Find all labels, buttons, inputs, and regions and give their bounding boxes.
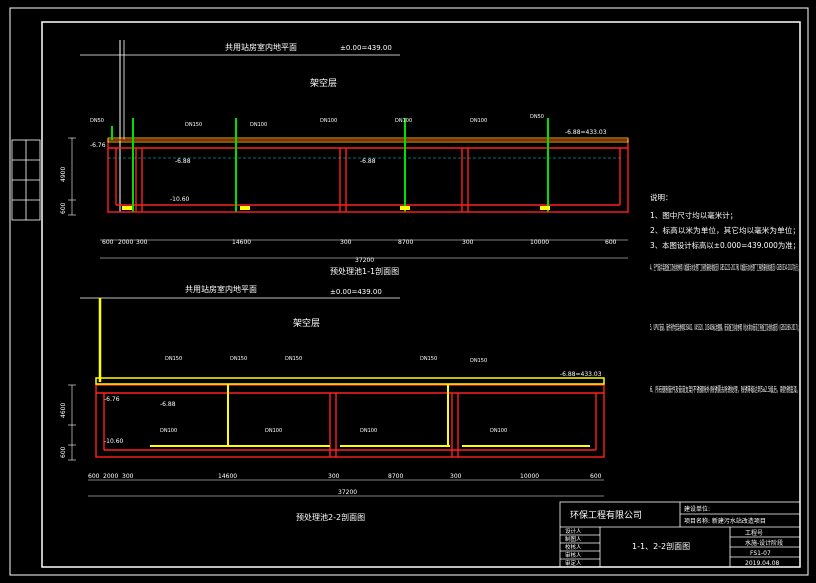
dim-top-3: 14600 <box>232 239 251 246</box>
open-layer-top: 架空层 <box>310 77 337 89</box>
dim-top-0: 600 <box>102 239 114 246</box>
elev-mid2-top: -6.88 <box>360 158 376 165</box>
height-dim-bottom-0: 4600 <box>60 403 67 418</box>
floor-label-bottom: 共用站房室内地平面 <box>185 284 257 294</box>
floor-elev-bottom: ±0.00=439.00 <box>330 288 382 296</box>
right-row-0: 工程号 <box>745 529 763 537</box>
total-top: 37200 <box>355 257 374 264</box>
note-4: 4、空气管井装配施工及验收参照《城镇污水处理厂工程质量验收规范》GB51221-… <box>650 262 800 272</box>
right-row-3: 2019.04.08 <box>745 560 780 567</box>
role-4: 审定人 <box>565 559 582 567</box>
elev-bottom-top: -10.60 <box>170 196 190 203</box>
svg-text:DN100: DN100 <box>160 428 177 434</box>
dim-bottom-2: 300 <box>122 473 134 480</box>
open-layer-bottom: 架空层 <box>293 317 320 329</box>
svg-text:DN100: DN100 <box>395 118 412 124</box>
role-3: 审核人 <box>565 551 582 559</box>
elev-left-top: -6.76 <box>90 142 106 149</box>
floor-label-top: 共用站房室内地平面 <box>225 42 297 52</box>
right-row-2: FS1-07 <box>750 550 771 557</box>
note-3: 3、本图设计标高以±0.000=439.000为准； <box>650 240 800 250</box>
dim-top-1: 2000 <box>118 239 133 246</box>
note-6: 6、所有钢制管件及管道支架(不锈钢除外)除锈需去除锈处理，除锈等级达到Sa2.5… <box>650 384 800 394</box>
floor-elev-top: ±0.00=439.00 <box>340 44 392 52</box>
elev-right-bottom: -6.88=433.03 <box>560 371 602 378</box>
notes-title: 说明： <box>650 192 673 202</box>
section-1-1: 共用站房室内地平面 ±0.00=439.00 架空层 <box>60 40 629 276</box>
dim-top-2: 300 <box>136 239 148 246</box>
role-2: 校核人 <box>565 543 582 551</box>
binding-strip <box>11 139 41 221</box>
elev-bottom-bottom: -10.60 <box>104 438 124 445</box>
note-5: 5、UPVC管道、管件制作安装参照03S402、04S520、10S406标准图… <box>650 322 800 332</box>
right-row-1: 水施-设计阶段 <box>745 539 783 547</box>
dim-bottom-1: 2000 <box>103 473 118 480</box>
svg-text:DN150: DN150 <box>470 358 487 364</box>
dim-bottom-6: 300 <box>450 473 462 480</box>
unit-label: 建设单位: <box>684 505 710 513</box>
role-0: 设计人 <box>565 527 582 535</box>
elev-right-top: -6.88=433.03 <box>565 129 607 136</box>
height-dim-top-2: 600 <box>60 202 67 214</box>
svg-text:DN150: DN150 <box>185 122 202 128</box>
dim-top-8: 600 <box>605 239 617 246</box>
inner-frame <box>41 21 801 568</box>
svg-text:DN100: DN100 <box>470 118 487 124</box>
svg-text:DN100: DN100 <box>320 118 337 124</box>
dim-bottom-4: 300 <box>328 473 340 480</box>
elev-left-bottom: -6.76 <box>104 396 120 403</box>
dim-bottom-8: 600 <box>590 473 602 480</box>
note-2: 2、标高以米为单位，其它均以毫米为单位； <box>650 225 800 235</box>
svg-text:DN100: DN100 <box>360 428 377 434</box>
svg-text:DN150: DN150 <box>420 356 437 362</box>
caption-top: 预处理池1-1剖面图 <box>330 266 399 276</box>
svg-text:DN100: DN100 <box>265 428 282 434</box>
dim-bottom-7: 10000 <box>520 473 539 480</box>
dim-bottom-0: 600 <box>88 473 100 480</box>
svg-text:DN50: DN50 <box>90 118 104 124</box>
svg-text:DN150: DN150 <box>230 356 247 362</box>
dim-top-6: 300 <box>462 239 474 246</box>
company-name: 环保工程有限公司 <box>570 509 642 521</box>
title-block <box>559 501 801 568</box>
dim-bottom-5: 8700 <box>388 473 403 480</box>
svg-text:DN100: DN100 <box>250 122 267 128</box>
svg-text:DN150: DN150 <box>285 356 302 362</box>
notes-block: 说明： 1、图中尺寸均以毫米计； 2、标高以米为单位，其它均以毫米为单位； 3、… <box>650 192 800 394</box>
height-dim-top-0: 4900 <box>60 167 67 182</box>
svg-text:DN150: DN150 <box>165 356 182 362</box>
height-dim-bottom-2: 600 <box>60 446 67 458</box>
elev-mid-bottom: -6.88 <box>160 401 176 408</box>
dim-top-4: 300 <box>340 239 352 246</box>
project-label: 项目名称: 新建污水站改造项目 <box>684 517 766 525</box>
note-1: 1、图中尺寸均以毫米计； <box>650 210 737 220</box>
total-bottom: 37200 <box>338 489 357 496</box>
svg-text:DN50: DN50 <box>530 114 544 120</box>
dim-top-5: 8700 <box>398 239 413 246</box>
svg-text:DN100: DN100 <box>490 428 507 434</box>
drawing-title: 1-1、2-2剖面图 <box>632 541 690 551</box>
section-2-2: 共用站房室内地平面 ±0.00=439.00 架空层 DN15 <box>60 284 605 522</box>
caption-bottom: 预处理池2-2剖面图 <box>296 512 365 522</box>
elev-mid1-top: -6.88 <box>175 158 191 165</box>
role-1: 制图人 <box>565 535 582 543</box>
dim-top-7: 10000 <box>530 239 549 246</box>
dim-bottom-3: 14600 <box>218 473 237 480</box>
outer-frame <box>9 7 809 576</box>
